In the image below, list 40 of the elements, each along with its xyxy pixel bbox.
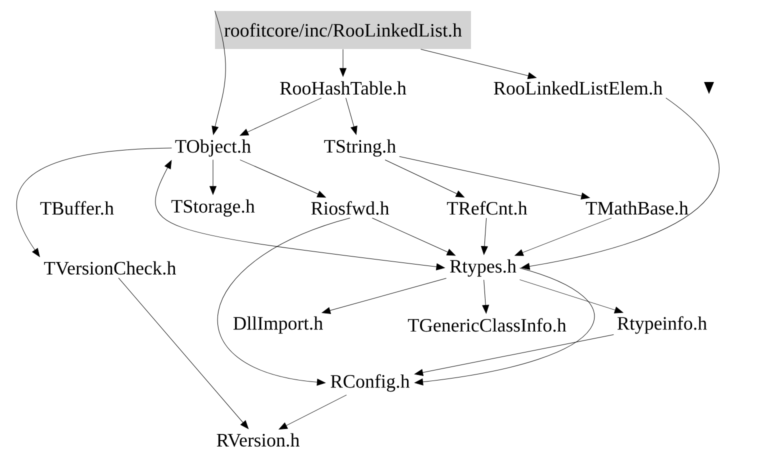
arrow (420, 48, 536, 80)
arrow (240, 160, 326, 198)
file-box: roofitcore/inc/RooLinkedList.h (215, 11, 471, 49)
file-label: TObject.h (175, 139, 251, 157)
file-label: RVersion.h (216, 433, 300, 447)
arrow (482, 280, 490, 314)
arrow (346, 98, 358, 135)
arrow (118, 278, 249, 430)
arrow (521, 98, 720, 270)
arrow (514, 218, 612, 256)
arrow (399, 156, 590, 200)
arrow (340, 48, 346, 77)
file-label: TRefCnt.h (446, 201, 528, 215)
file-label: RooHashTable.h (280, 81, 406, 95)
file-label: TMathBase.h (586, 201, 688, 215)
arrow (155, 160, 445, 270)
arrow (414, 268, 595, 386)
file-label: TString.h (324, 139, 396, 157)
arrow (414, 334, 614, 376)
file-label: TStorage.h (171, 199, 255, 217)
arrow (372, 218, 456, 256)
arrow (384, 160, 465, 198)
file-label: RooLinkedListElem.h (494, 81, 662, 95)
arrow (278, 394, 347, 430)
arrow (212, 10, 226, 135)
arrow (519, 279, 624, 314)
file-label: TVersionCheck.h (44, 261, 176, 275)
file-label: Rtypeinfo.h (617, 316, 707, 334)
file-label: TBuffer.h (40, 201, 114, 215)
file-label: Rtypes.h (450, 259, 516, 277)
file-label: TGenericClassInfo.h (408, 318, 566, 332)
arrow (322, 278, 447, 314)
file-label: RConfig.h (330, 374, 410, 392)
file-label: Riosfwd.h (311, 201, 390, 215)
arrow (16, 148, 172, 257)
arrow (481, 218, 488, 255)
file-label: DllImport.h (233, 316, 323, 334)
arrow (218, 218, 350, 386)
arrow (240, 98, 322, 136)
arrow (210, 160, 216, 195)
